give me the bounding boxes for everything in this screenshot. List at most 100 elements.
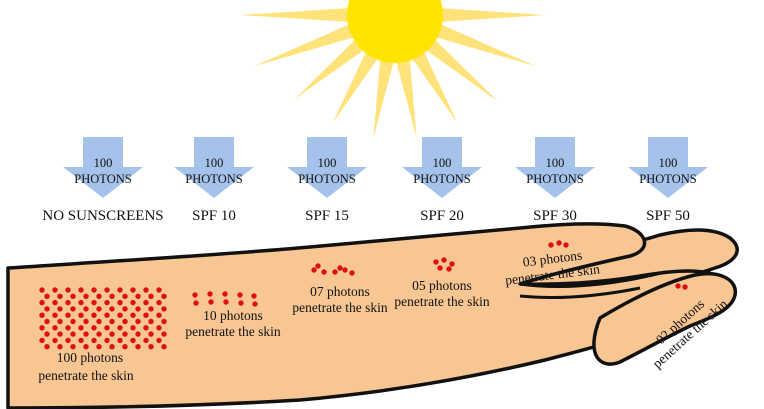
photon-dot	[44, 344, 49, 349]
photon-dot	[563, 242, 568, 247]
photon-dot	[193, 300, 198, 305]
photon-dot	[252, 301, 257, 306]
photon-dot	[548, 242, 553, 247]
photon-dot	[39, 338, 44, 343]
photon-dot	[39, 287, 44, 292]
photon-dot	[675, 283, 680, 288]
photon-dot	[104, 287, 109, 292]
penetration-count-spf20: 05 photons	[412, 278, 472, 293]
condition-label-spf50: SPF 50	[646, 208, 690, 224]
photon-dot	[44, 331, 49, 336]
photon-dot	[161, 331, 166, 336]
photon-dot	[91, 300, 96, 305]
arrow-count: 100	[433, 156, 452, 170]
photon-dot	[122, 306, 127, 311]
photon-arrows: 100PHOTONS100PHOTONS100PHOTONS100PHOTONS…	[63, 137, 708, 198]
photon-dot	[96, 319, 101, 324]
photon-dot	[57, 306, 62, 311]
photon-dot	[117, 300, 122, 305]
photon-dot	[332, 269, 337, 274]
condition-label-spf20: SPF 20	[420, 208, 464, 224]
photon-dot	[83, 294, 88, 299]
arrow-unit: PHOTONS	[639, 172, 696, 186]
photon-dot	[135, 294, 140, 299]
sun-core	[347, 0, 443, 63]
photon-dot	[83, 306, 88, 311]
photon-dot	[130, 338, 135, 343]
arrow-count: 100	[546, 156, 565, 170]
penetration-text-spf10: penetrate the skin	[185, 324, 280, 339]
photon-dot	[52, 325, 57, 330]
photon-dot	[156, 338, 161, 343]
photon-dot	[161, 319, 166, 324]
photon-dot	[208, 299, 213, 304]
photon-dot	[122, 294, 127, 299]
photon-dot	[238, 300, 243, 305]
photon-dot	[143, 287, 148, 292]
photon-dot	[57, 294, 62, 299]
photon-dot	[109, 344, 114, 349]
arrow-unit: PHOTONS	[74, 172, 131, 186]
photon-dot	[39, 325, 44, 330]
photon-dot	[156, 313, 161, 318]
arrow-count: 100	[94, 156, 113, 170]
photon-dot	[222, 291, 227, 296]
photon-dot	[96, 306, 101, 311]
sun-ray	[439, 8, 545, 22]
photon-dot	[70, 306, 75, 311]
arrow-unit: PHOTONS	[298, 172, 355, 186]
photon-dot	[682, 284, 687, 289]
photon-dot	[91, 313, 96, 318]
photon-dot	[109, 319, 114, 324]
photon-dot	[96, 331, 101, 336]
photon-dot	[117, 338, 122, 343]
photon-dot	[96, 344, 101, 349]
photon-dot	[148, 319, 153, 324]
arrow-unit: PHOTONS	[413, 172, 470, 186]
photon-dot	[130, 313, 135, 318]
photon-arrow: 100PHOTONS	[174, 137, 254, 198]
photon-dot	[117, 325, 122, 330]
photon-dot	[192, 292, 197, 297]
condition-labels: NO SUNSCREENS SPF 10 SPF 15 SPF 20 SPF 3…	[42, 208, 690, 224]
photon-dot	[143, 300, 148, 305]
photon-dot	[78, 338, 83, 343]
photon-dot	[207, 291, 212, 296]
photon-dot	[156, 325, 161, 330]
photon-dot	[311, 267, 316, 272]
photon-dot	[52, 313, 57, 318]
photon-dot	[143, 313, 148, 318]
condition-label-no-sunscreen: NO SUNSCREENS	[42, 208, 163, 224]
photon-dot	[57, 319, 62, 324]
photon-dot	[437, 265, 442, 270]
photon-dot	[122, 331, 127, 336]
photon-dot	[441, 257, 446, 262]
sun-ray	[396, 57, 417, 138]
photon-dot	[117, 313, 122, 318]
photon-dot	[161, 294, 166, 299]
photon-dot	[70, 319, 75, 324]
penetration-text-spf20: penetrate the skin	[394, 294, 489, 309]
photon-dot	[91, 325, 96, 330]
photon-dot	[91, 287, 96, 292]
photon-dot	[117, 287, 122, 292]
condition-label-spf15: SPF 15	[305, 208, 349, 224]
photon-dot	[52, 338, 57, 343]
photon-dot	[91, 338, 96, 343]
arrow-unit: PHOTONS	[185, 172, 242, 186]
photon-dot	[161, 306, 166, 311]
photon-dot	[135, 319, 140, 324]
photon-dot	[349, 270, 354, 275]
photon-dot	[44, 319, 49, 324]
penetration-count-spf10: 10 photons	[203, 308, 263, 323]
photon-arrow: 100PHOTONS	[63, 137, 143, 198]
penetration-text-no-sunscreen: penetrate the skin	[38, 368, 133, 383]
photon-dot	[96, 294, 101, 299]
photon-dot	[78, 325, 83, 330]
photon-dot	[446, 266, 451, 271]
photon-dot	[148, 306, 153, 311]
photon-dot	[321, 269, 326, 274]
condition-label-spf10: SPF 10	[192, 208, 236, 224]
